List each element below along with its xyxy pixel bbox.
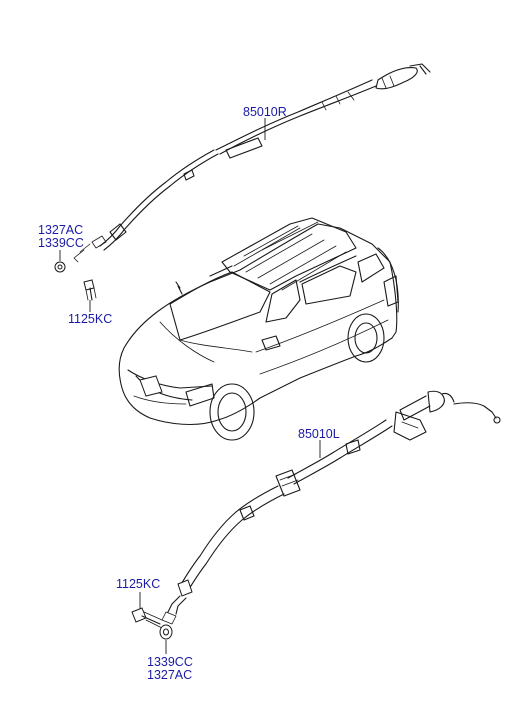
nut-1327ac-top bbox=[54, 261, 66, 273]
label-1327ac-top: 1327AC bbox=[38, 223, 83, 237]
vehicle-illustration bbox=[118, 217, 399, 441]
label-1327ac-bottom: 1327AC bbox=[147, 668, 192, 682]
label-85010r: 85010R bbox=[243, 105, 287, 119]
label-1125kc-top: 1125KC bbox=[68, 312, 112, 326]
bolt-1125kc-bottom bbox=[131, 607, 163, 629]
label-85010l: 85010L bbox=[298, 427, 340, 441]
nut-1339cc-bottom bbox=[159, 624, 173, 640]
label-1339cc-bottom: 1339CC bbox=[147, 655, 193, 669]
label-1125kc-bottom: 1125KC bbox=[116, 577, 160, 591]
curtain-airbag-right bbox=[73, 63, 431, 263]
bolt-1125kc-top bbox=[83, 279, 97, 301]
curtain-airbag-left bbox=[161, 390, 501, 625]
label-1339cc-top: 1339CC bbox=[38, 236, 84, 250]
